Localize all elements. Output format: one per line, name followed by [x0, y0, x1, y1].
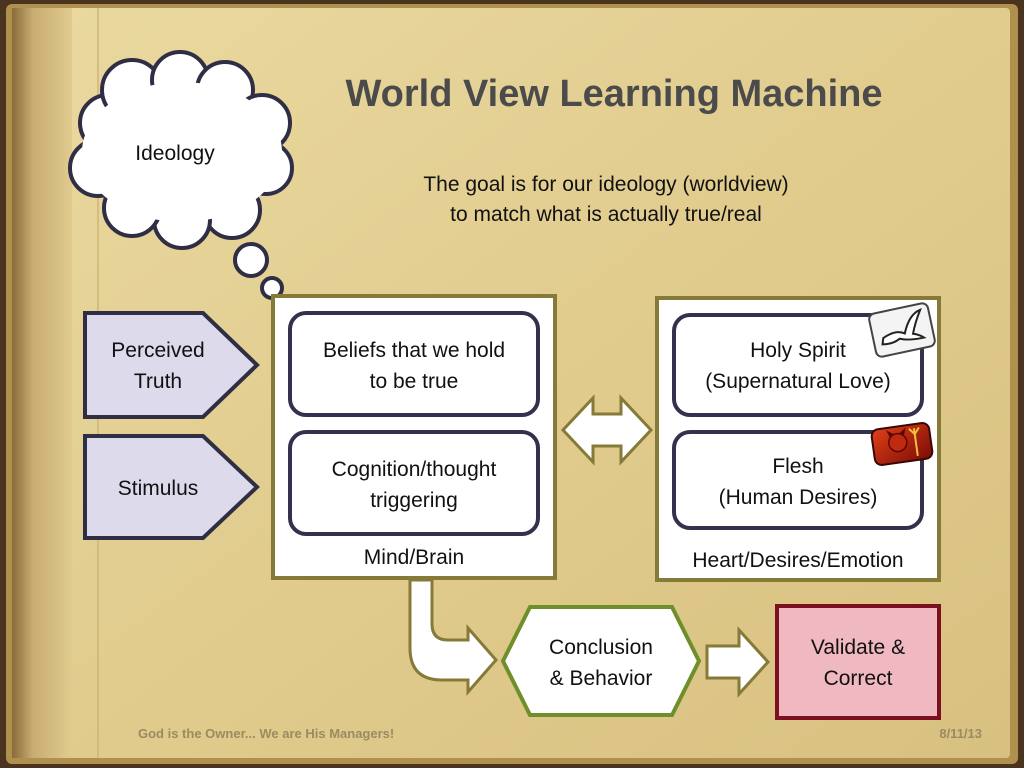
validate-box: Validate & Correct	[775, 604, 941, 720]
thought-bubble-label: Ideology	[135, 142, 215, 165]
input-stimulus-label: Stimulus	[118, 477, 199, 500]
footer-date: 8/11/13	[939, 726, 982, 741]
holy-spirit-line1: Holy Spirit	[750, 339, 846, 362]
slide-title: World View Learning Machine	[345, 73, 882, 115]
dove-icon	[868, 302, 936, 358]
footer-left: God is the Owner... We are His Managers!	[138, 726, 394, 741]
flesh-line2: (Human Desires)	[719, 486, 878, 509]
cognition-line1: Cognition/thought	[332, 458, 497, 481]
beliefs-box	[288, 311, 540, 417]
input-perceived-truth-line1: Perceived	[111, 339, 204, 362]
conclusion-hexagon: Conclusion & Behavior	[500, 605, 702, 717]
double-arrow-icon	[560, 394, 654, 466]
holy-spirit-line2: (Supernatural Love)	[705, 370, 891, 393]
validate-line1: Validate &	[811, 636, 905, 659]
flesh-line1: Flesh	[772, 455, 823, 478]
devil-icon	[870, 422, 934, 466]
subtitle-line-2: to match what is actually true/real	[450, 203, 762, 226]
input-stimulus: Stimulus	[83, 434, 260, 540]
right-arrow-icon	[705, 626, 771, 698]
cognition-line2: triggering	[370, 489, 458, 512]
mind-panel-caption: Mind/Brain	[364, 546, 464, 569]
mind-panel: Beliefs that we hold to be true Cognitio…	[271, 294, 557, 580]
subtitle-line-1: The goal is for our ideology (worldview)	[423, 173, 788, 196]
input-perceived-truth: Perceived Truth	[83, 311, 260, 419]
thought-bubble: Ideology	[68, 50, 294, 316]
bent-arrow-icon	[408, 578, 498, 696]
beliefs-line1: Beliefs that we hold	[323, 339, 505, 362]
conclusion-line1: Conclusion	[549, 636, 653, 659]
heart-panel: Holy Spirit (Supernatural Love) Flesh (H…	[655, 296, 941, 582]
input-perceived-truth-line2: Truth	[134, 370, 182, 393]
flesh-box	[672, 430, 924, 530]
beliefs-line2: to be true	[370, 370, 459, 393]
validate-line2: Correct	[824, 667, 893, 690]
cognition-box	[288, 430, 540, 536]
heart-panel-caption: Heart/Desires/Emotion	[692, 549, 903, 572]
holy-spirit-box	[672, 313, 924, 417]
conclusion-line2: & Behavior	[550, 667, 653, 690]
book-spine	[12, 8, 72, 758]
